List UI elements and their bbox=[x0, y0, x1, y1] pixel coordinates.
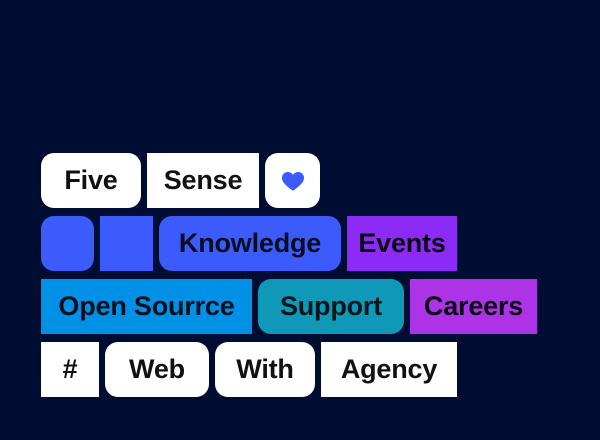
tag-chip-label: Web bbox=[129, 354, 185, 384]
tag-chip-label: Agency bbox=[340, 354, 438, 384]
tag-chip-support[interactable]: Support bbox=[258, 279, 404, 334]
tag-chip-careers[interactable]: Careers bbox=[410, 279, 537, 334]
tag-chip-label: Knowledge bbox=[178, 228, 322, 258]
tag-chip-label: Five bbox=[64, 165, 118, 195]
tag-chip-label: Sense bbox=[163, 165, 243, 195]
heart-icon bbox=[280, 168, 306, 194]
tag-chip-symbol[interactable]: # bbox=[41, 342, 99, 397]
tag-row: # Web With Agency bbox=[41, 342, 537, 397]
tag-chip-agency[interactable]: Agency bbox=[321, 342, 457, 397]
tag-chip-knowledge[interactable]: Knowledge bbox=[159, 216, 341, 271]
tag-chip-events[interactable]: Events bbox=[347, 216, 457, 271]
tag-chip-label: With bbox=[236, 354, 294, 384]
tag-chip-label: # bbox=[62, 354, 78, 384]
tag-chip-label: Careers bbox=[423, 291, 524, 321]
tag-chip-web[interactable]: Web bbox=[105, 342, 209, 397]
tag-chip-with[interactable]: With bbox=[215, 342, 315, 397]
tag-chip-blank[interactable] bbox=[100, 216, 153, 271]
tag-row: Five Sense bbox=[41, 153, 537, 208]
tag-chip-sense[interactable]: Sense bbox=[147, 153, 259, 208]
tag-chip-open-sourrce[interactable]: Open Sourrce bbox=[41, 279, 252, 334]
tag-chip-blank[interactable] bbox=[41, 216, 94, 271]
tag-row: Open Sourrce Support Careers bbox=[41, 279, 537, 334]
tag-chip-label: Events bbox=[358, 228, 446, 258]
tag-chip-label: Open Sourrce bbox=[58, 291, 235, 321]
tag-chip-label: Support bbox=[279, 291, 383, 321]
tag-chip-heart[interactable] bbox=[265, 153, 320, 208]
tag-chip-five[interactable]: Five bbox=[41, 153, 141, 208]
tag-row: Knowledge Events bbox=[41, 216, 537, 271]
